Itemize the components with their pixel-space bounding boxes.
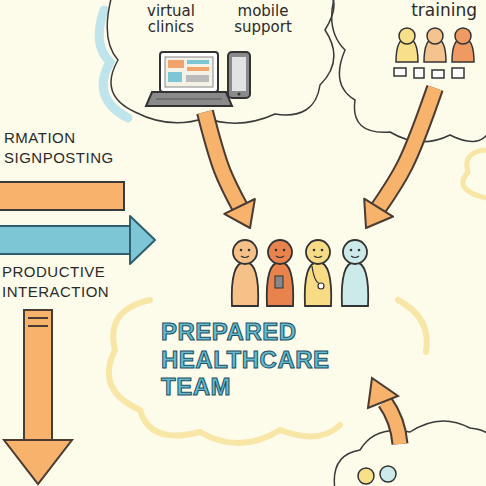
cloud-outline (107, 0, 334, 123)
node-text: PREPARED HEALTHCARE TEAM (161, 318, 366, 401)
trainees-icon (394, 28, 474, 78)
node-text: mobile support (227, 4, 299, 36)
cloud-node: PREPARED HEALTHCARE TEAM (155, 228, 385, 405)
flow-arrow (364, 88, 435, 228)
laptop-icon (146, 52, 232, 106)
node-text: virtual clinics (135, 4, 207, 36)
flow-arrow (205, 112, 255, 228)
up-arrow (368, 378, 400, 444)
cloud-outline (398, 300, 427, 352)
faces-icon (358, 466, 396, 484)
cloud-node: training (386, 0, 483, 88)
cloud-shading (99, 10, 128, 118)
cloud-node: virtual clinics mobile support (125, 0, 309, 112)
cloud-outline (332, 0, 486, 142)
arrow-tail (0, 226, 132, 254)
signpost-bar (0, 182, 124, 210)
flow-arrow (130, 216, 155, 264)
node-text: training (392, 1, 477, 20)
cloud-outline (463, 150, 486, 198)
caption-label: PRODUCTIVE INTERACTION (2, 262, 128, 303)
team-figures (232, 240, 368, 306)
down-arrow (4, 310, 72, 484)
phone-icon (228, 52, 250, 98)
node-text: RMATION SIGNPOSTING (4, 128, 126, 169)
cloud-node: RMATION SIGNPOSTING (0, 125, 130, 256)
cloud-outline (334, 421, 486, 486)
